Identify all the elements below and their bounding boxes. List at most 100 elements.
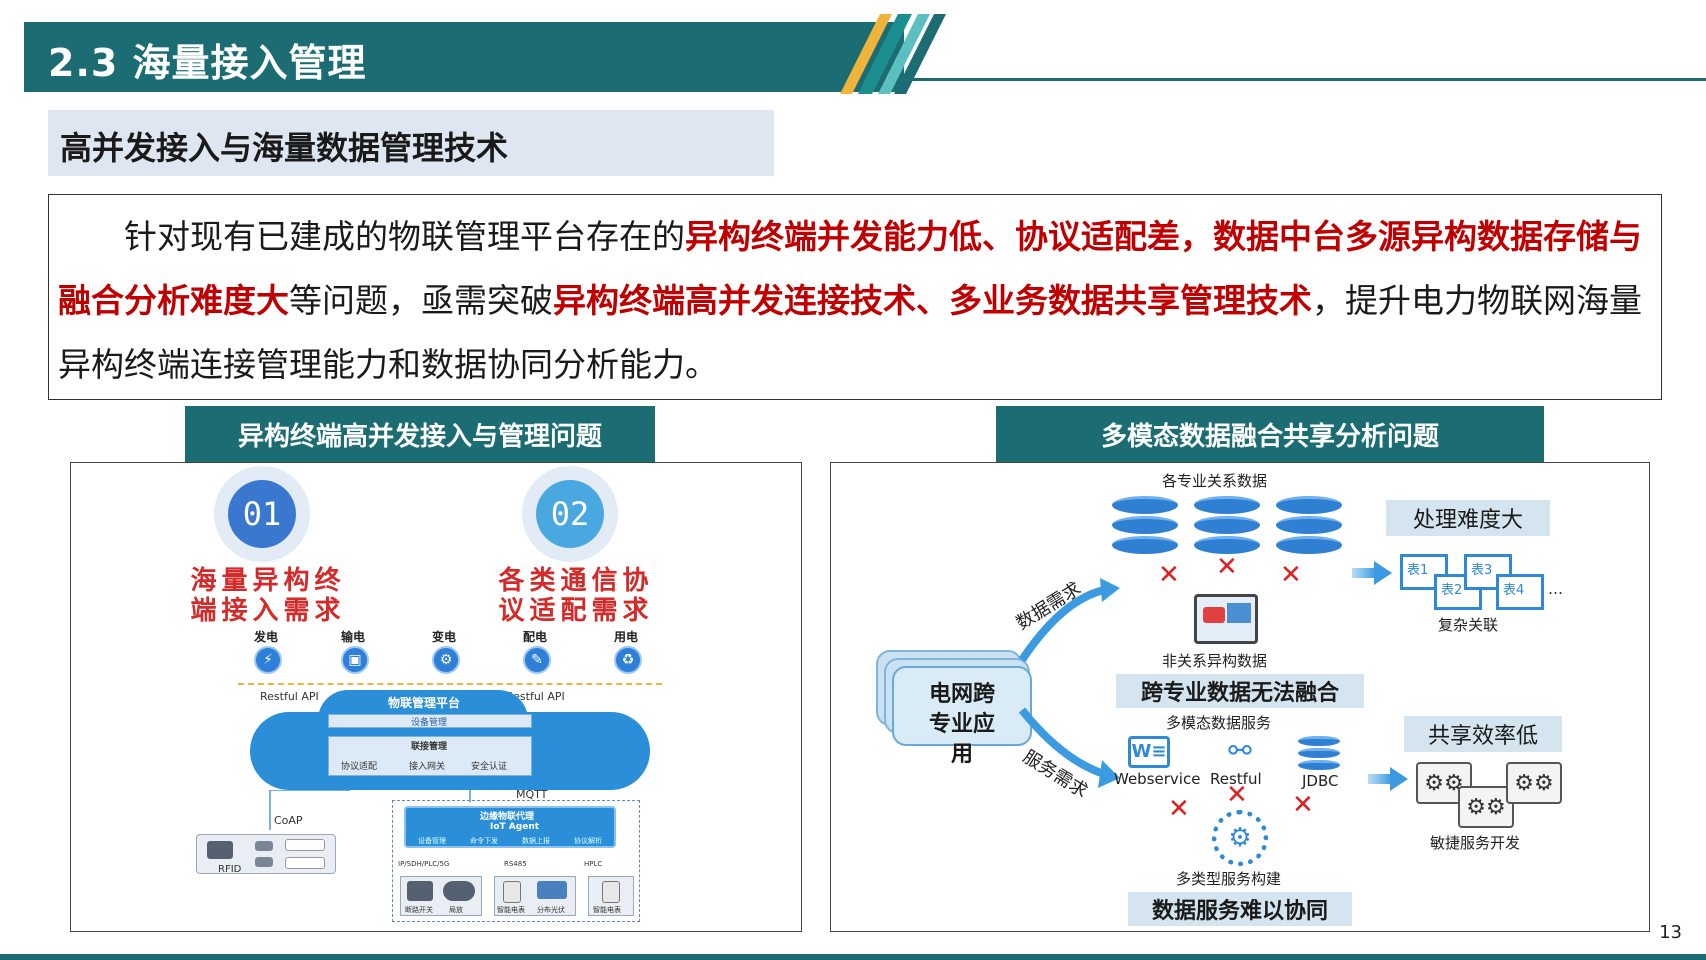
domain-label-substation: 变电: [431, 630, 456, 644]
meter-image: [503, 881, 521, 903]
coap-label: CoAP: [274, 814, 303, 827]
table-tile-4: 表4: [1496, 574, 1544, 610]
device-group-3: 智能电表: [588, 876, 634, 916]
api-divider-line: [238, 683, 662, 685]
edge-proxy-box: 边缘物联代理 IoT Agent 设备管理 命令下发 数据上报 协议解析: [404, 806, 616, 848]
domain-label-generation: 发电: [253, 630, 278, 644]
grid-app-box: 电网跨专业应用: [892, 666, 1032, 767]
gear-service-icon-2: ⚙⚙: [1458, 786, 1514, 828]
domain-label-consumption: 用电: [613, 630, 638, 644]
right-section-title: 多模态数据融合共享分析问题: [996, 406, 1544, 462]
edge-item-report: 数据上报: [522, 837, 550, 845]
relational-data-label: 各专业关系数据: [1162, 472, 1268, 490]
intro-highlight-1: 异构终端并发能力低、协议适配差，数据中台多源异构数据存储与融合分析难度大: [58, 217, 1642, 320]
arrow-to-services-shaft: [1368, 774, 1392, 784]
x-mark-5: ✕: [1226, 780, 1248, 810]
gear-service-icon-3: ⚙⚙: [1506, 762, 1562, 804]
cross-fusion-caption: 跨专业数据无法融合: [1116, 674, 1364, 708]
transmission-icon: ▣: [341, 646, 369, 674]
bus-label-rs485: RS485: [504, 860, 527, 868]
title-stripes-decoration: [840, 14, 946, 94]
rfid-device-box: [196, 834, 336, 874]
restful-api-label-1: Restful API: [260, 690, 319, 703]
arrow-to-services-icon: [1390, 767, 1408, 791]
need-2-line-1: 各类通信协: [498, 566, 654, 596]
restful-label: Restful: [1210, 770, 1262, 788]
conn-item-protocol: 协议适配: [341, 762, 378, 772]
jdbc-label: JDBC: [1302, 772, 1339, 790]
generation-icon: ⚡: [254, 646, 282, 674]
substation-icon: ⚙: [432, 646, 460, 674]
device-mgmt-box: 设备管理: [328, 714, 532, 728]
webservice-label: Webservice: [1114, 770, 1201, 788]
subtitle: 高并发接入与海量数据管理技术: [60, 129, 509, 167]
intro-text-3: ，提升电力物联网海量异构终端连接管理能力和数据协同分析能力。: [58, 281, 1642, 384]
conn-item-gateway: 接入网关: [409, 762, 446, 772]
intro-text-2: 等问题，亟需突破: [289, 281, 553, 320]
need-1: 海量异构终 端接入需求: [188, 566, 348, 626]
rfid-reader-image: [207, 841, 233, 859]
edge-item-device: 设备管理: [418, 837, 446, 845]
nonrelational-image-icon: [1194, 594, 1258, 644]
database-icon-3: [1276, 496, 1342, 556]
picture-icon: [1227, 603, 1251, 623]
domain-label-transmission: 输电: [340, 630, 365, 644]
arrow-to-tables-icon: [1374, 561, 1392, 585]
multimodal-service-label: 多模态数据服务: [1166, 714, 1272, 732]
nonrelational-label: 非关系异构数据: [1162, 652, 1268, 670]
video-icon: [1203, 607, 1225, 623]
device-label-pd: 局放: [449, 906, 463, 914]
device-group-1: 断路开关 局放: [400, 876, 482, 916]
distribution-icon: ✎: [523, 646, 551, 674]
footer-bar: [0, 954, 1706, 960]
grid-app-label: 电网跨专业应用: [928, 682, 995, 767]
arrow-to-tables-shaft: [1352, 568, 1376, 578]
domain-label-distribution: 配电: [522, 630, 547, 644]
database-icon-2: [1194, 496, 1260, 556]
database-icon-1: [1112, 496, 1178, 556]
consumption-icon: ♻: [614, 646, 642, 674]
need-1-line-2: 端接入需求: [190, 596, 346, 626]
bus-label-ip: IP/SDH/PLC/5G: [398, 860, 450, 868]
table-tile-3: 表3: [1464, 554, 1512, 590]
title-underline: [900, 78, 1706, 81]
x-mark-3: ✕: [1280, 560, 1302, 590]
webservice-icon: W≡: [1128, 736, 1170, 768]
multi-build-label: 多类型服务构建: [1176, 870, 1282, 888]
number-2: 02: [536, 480, 604, 548]
intro-paragraph: 针对现有已建成的物联管理平台存在的异构终端并发能力低、协议适配差，数据中台多源异…: [58, 205, 1654, 397]
intro-highlight-2: 异构终端高并发连接技术、多业务数据共享管理技术: [553, 281, 1312, 320]
edge-proxy-container: [392, 800, 640, 922]
left-section-title: 异构终端高并发接入与管理问题: [185, 406, 655, 462]
tables-ellipsis: …: [1548, 580, 1563, 598]
pd-sensor-image: [443, 881, 475, 901]
number-badge-2: 02: [522, 466, 618, 562]
device-label-meter-2: 智能电表: [593, 906, 621, 914]
breaker-image: [407, 881, 433, 901]
subtitle-bar: [48, 110, 774, 176]
need-2: 各类通信协 议适配需求: [496, 566, 656, 626]
device-mgmt-label: 设备管理: [411, 718, 448, 728]
conn-item-security: 安全认证: [471, 762, 508, 772]
platform-label: 物联管理平台: [388, 696, 461, 710]
service-coord-caption: 数据服务难以协同: [1128, 892, 1352, 926]
pv-image: [537, 881, 567, 899]
conn-mgmt-label: 联接管理: [411, 742, 448, 752]
need-1-line-1: 海量异构终: [190, 566, 346, 596]
left-diagram-connectors: [269, 790, 471, 830]
x-mark-6: ✕: [1292, 790, 1314, 820]
difficulty-high-tag: 处理难度大: [1386, 500, 1550, 536]
x-mark-4: ✕: [1168, 794, 1190, 824]
edge-item-parse: 协议解析: [574, 837, 602, 845]
edge-proxy-label: 边缘物联代理: [480, 812, 535, 822]
plug-icon: ⚯: [1228, 734, 1252, 767]
x-mark-1: ✕: [1158, 560, 1180, 590]
number-1: 01: [228, 480, 296, 548]
intro-box: [48, 194, 1662, 400]
intro-text-1: 针对现有已建成的物联管理平台存在的: [124, 217, 685, 256]
device-label-breaker: 断路开关: [405, 906, 433, 914]
rfid-tag-image: [255, 841, 273, 851]
need-2-line-2: 议适配需求: [498, 596, 654, 626]
mqtt-label: MQTT: [516, 788, 548, 801]
conn-mgmt-box: 联接管理 协议适配 接入网关 安全认证: [328, 736, 532, 776]
